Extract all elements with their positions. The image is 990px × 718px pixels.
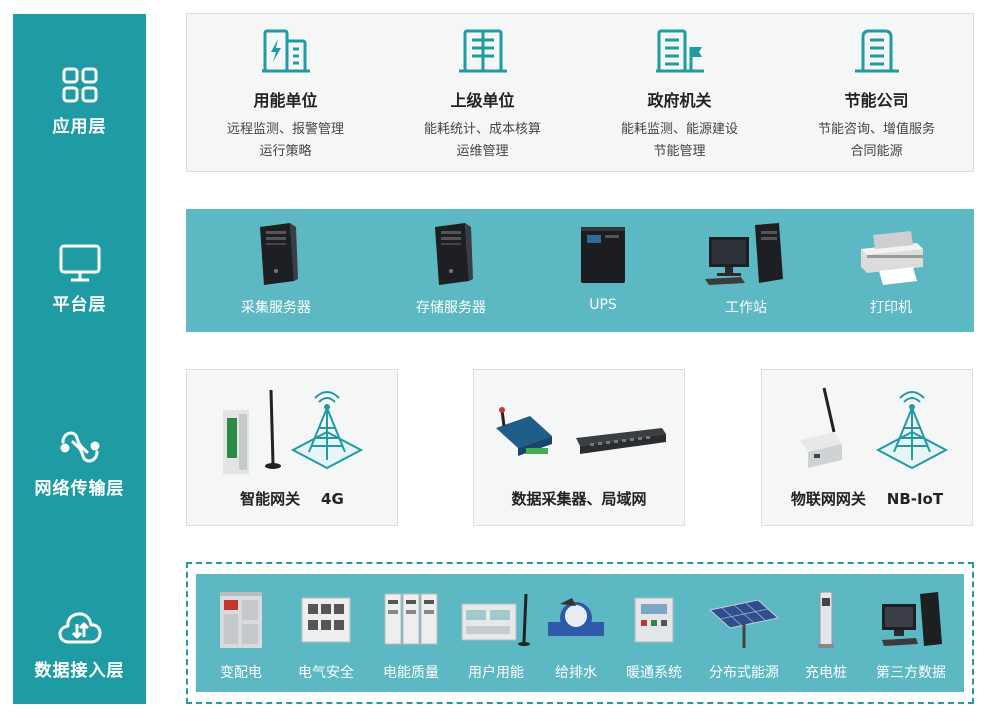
power-quality-cabinet-icon <box>384 593 438 645</box>
data-item-third-party: 第三方数据 <box>866 574 956 692</box>
data-item-charging-pile: 充电桩 <box>786 574 866 692</box>
layer-platform-label: 平台层 <box>52 295 107 315</box>
monitor-icon <box>59 244 100 282</box>
gateway-4g-icon <box>223 389 364 474</box>
hvac-controller-icon <box>634 597 674 643</box>
platform-item-label: 采集服务器 <box>241 300 311 316</box>
app-item-title: 用能单位 <box>253 91 318 110</box>
data-item-label: 变配电 <box>220 665 262 681</box>
platform-item-storage-server: 存储服务器 <box>396 209 506 332</box>
network-box-iot-nbiot: 物联网网关 NB-IoT <box>761 369 973 526</box>
app-item-energy-company: 节能公司 节能咨询、增值服务合同能源 <box>778 14 975 173</box>
platform-item-label: 打印机 <box>870 300 912 316</box>
app-item-title: 节能公司 <box>844 91 909 110</box>
printer-icon <box>861 231 923 285</box>
collector-switch-icon <box>496 407 666 456</box>
government-building-icon <box>655 29 704 73</box>
app-item-title: 上级单位 <box>450 91 515 110</box>
solar-panel-icon <box>708 599 780 648</box>
water-meter-icon <box>548 598 604 636</box>
cloud-icon <box>58 612 101 644</box>
app-item-superior-unit: 上级单位 能耗统计、成本核算运维管理 <box>384 14 581 173</box>
network-box-collector-lan: 数据采集器、局域网 <box>473 369 685 526</box>
data-item-electrical-safety: 电气安全 <box>286 574 366 692</box>
platform-item-label: 工作站 <box>725 300 767 316</box>
app-item-government: 政府机关 能耗监测、能源建设节能管理 <box>581 14 778 173</box>
data-item-label: 暖通系统 <box>626 665 682 681</box>
data-item-label: 给排水 <box>555 665 597 681</box>
data-item-water: 给排水 <box>536 574 616 692</box>
layer-platform: 平台层 <box>13 240 146 315</box>
platform-layer-band: 采集服务器 存储服务器 UPS <box>186 209 974 332</box>
network-box-label: 智能网关 4G <box>240 490 344 508</box>
app-item-energy-unit: 用能单位 远程监测、报警管理运行策略 <box>187 14 384 173</box>
platform-item-label: 存储服务器 <box>416 300 486 316</box>
server-icon <box>260 223 298 285</box>
layer-app: 应用层 <box>13 62 146 137</box>
workstation-icon <box>705 223 783 285</box>
data-item-label: 分布式能源 <box>709 665 779 681</box>
meter-box-icon <box>301 597 351 643</box>
data-item-distributed-energy: 分布式能源 <box>699 574 789 692</box>
app-item-desc: 远程监测、报警管理运行策略 <box>226 122 344 159</box>
platform-item-workstation: 工作站 <box>686 209 806 332</box>
app-layer-panel: 用能单位 远程监测、报警管理运行策略 上级单位 能耗统计、成本核算运维管理 政府… <box>186 13 974 172</box>
grid-icon <box>62 67 97 103</box>
server-icon <box>435 223 473 285</box>
layer-data-access-label: 数据接入层 <box>34 661 125 681</box>
platform-item-ups: UPS <box>548 209 658 332</box>
app-item-desc: 节能咨询、增值服务合同能源 <box>817 122 935 159</box>
data-access-layer-frame: 变配电 电气安全 <box>186 562 974 704</box>
network-box-label: 物联网网关 NB-IoT <box>790 490 944 508</box>
switchgear-icon <box>220 592 262 648</box>
building-icon <box>458 29 507 73</box>
layer-app-label: 应用层 <box>52 117 107 137</box>
layer-sidebar: 应用层 平台层 网络传输层 <box>13 14 146 704</box>
network-box-label: 数据采集器、局域网 <box>511 490 647 508</box>
computer-icon <box>882 592 942 646</box>
charging-pile-icon <box>818 591 834 648</box>
link-icon <box>60 431 99 463</box>
data-item-user-energy: 用户用能 <box>451 574 541 692</box>
ups-icon <box>581 227 625 283</box>
data-item-label: 充电桩 <box>805 665 847 681</box>
network-box-gateway-4g: 智能网关 4G <box>186 369 398 526</box>
data-item-label: 电能质量 <box>383 665 439 681</box>
data-item-label: 电气安全 <box>298 665 354 681</box>
data-item-power-quality: 电能质量 <box>371 574 451 692</box>
data-access-layer-band: 变配电 电气安全 <box>196 574 964 692</box>
layer-network-label: 网络传输层 <box>34 479 125 499</box>
building-energy-icon <box>261 29 310 73</box>
company-building-icon <box>854 29 899 73</box>
platform-item-printer: 打印机 <box>836 209 946 332</box>
din-meter-icon <box>461 593 530 646</box>
data-item-substation: 变配电 <box>206 574 276 692</box>
data-item-label: 第三方数据 <box>876 665 946 681</box>
platform-item-collect-server: 采集服务器 <box>221 209 331 332</box>
layer-network: 网络传输层 <box>13 424 146 499</box>
app-item-desc: 能耗统计、成本核算运维管理 <box>423 122 541 159</box>
iot-gateway-nbiot-icon <box>800 387 949 470</box>
layer-data-access: 数据接入层 <box>13 606 146 681</box>
app-item-desc: 能耗监测、能源建设节能管理 <box>620 122 738 159</box>
app-item-title: 政府机关 <box>647 91 712 110</box>
data-item-hvac: 暖通系统 <box>614 574 694 692</box>
platform-item-label: UPS <box>589 297 617 313</box>
data-item-label: 用户用能 <box>468 665 524 681</box>
